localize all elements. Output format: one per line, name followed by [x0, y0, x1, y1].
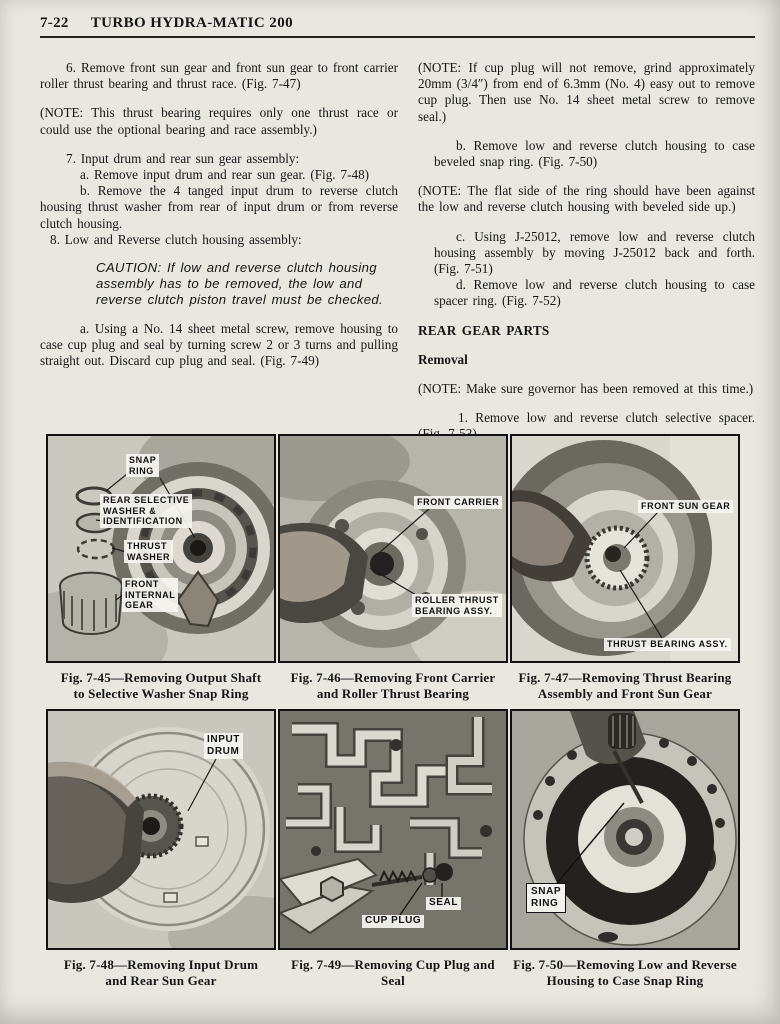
- figure-label-rear-selective-washer: REAR SELECTIVE WASHER & IDENTIFICATION: [100, 494, 193, 528]
- figure-label-front-internal-gear: FRONT INTERNAL GEAR: [122, 578, 179, 612]
- text-columns: 6. Remove front sun gear and front sun g…: [40, 60, 755, 434]
- header-rule: [40, 36, 755, 38]
- para-note-flat-side: (NOTE: The flat side of the ring should …: [418, 183, 755, 215]
- figure-caption-7-49: Fig. 7-49—Removing Cup Plug and Seal: [291, 957, 495, 988]
- figure-label-cup-plug: CUP PLUG: [362, 915, 425, 928]
- fig-7-50-photo: [512, 711, 738, 948]
- figure-caption-7-48: Fig. 7-48—Removing Input Drum and Rear S…: [63, 957, 259, 988]
- subheading-removal: Removal: [418, 351, 468, 367]
- figure-label-snap-ring-50: SNAP RING: [526, 883, 567, 913]
- figure-row-2: INPUT DRUM: [46, 709, 746, 950]
- figure-7-46: FRONT CARRIER ROLLER THRUST BEARING ASSY…: [278, 434, 508, 663]
- figure-label-snap-ring: SNAP RING: [126, 454, 160, 477]
- page-number: 7-22: [40, 15, 69, 31]
- figure-caption-7-47: Fig. 7-47—Removing Thrust Bearing Assemb…: [518, 670, 732, 701]
- figure-7-49: CUP PLUG SEAL: [278, 709, 508, 950]
- para-step-8a: a. Using a No. 14 sheet metal screw, rem…: [40, 320, 398, 369]
- fig-7-47-photo: [512, 436, 738, 661]
- figure-label-front-carrier: FRONT CARRIER: [414, 496, 503, 509]
- figure-area: SNAP RING REAR SELECTIVE WASHER & IDENTI…: [46, 434, 746, 988]
- para-step-7: 7. Input drum and rear sun gear assembly…: [66, 150, 300, 166]
- para-step-7a: a. Remove input drum and rear sun gear. …: [80, 167, 370, 183]
- figure-label-front-sun-gear: FRONT SUN GEAR: [638, 500, 734, 513]
- fig-7-46-photo: [280, 436, 506, 661]
- figure-7-50: SNAP RING: [510, 709, 740, 950]
- para-step-8: 8. Low and Reverse clutch housing assemb…: [50, 231, 302, 247]
- para-step-6: 6. Remove front sun gear and front sun g…: [40, 60, 398, 92]
- fig-7-48-photo: [48, 711, 274, 948]
- para-step-1: 1. Remove low and reverse clutch selecti…: [418, 410, 755, 434]
- right-column: (NOTE: If cup plug will not remove, grin…: [418, 60, 755, 434]
- para-note-cup-plug: (NOTE: If cup plug will not remove, grin…: [418, 60, 755, 124]
- page-title: TURBO HYDRA-MATIC 200: [90, 15, 293, 31]
- fig-7-49-photo: [280, 711, 506, 948]
- para-step-d: d. Remove low and reverse clutch housing…: [434, 277, 755, 309]
- caption-row-2: Fig. 7-48—Removing Input Drum and Rear S…: [46, 957, 746, 988]
- para-step-b: b. Remove low and reverse clutch housing…: [434, 137, 755, 170]
- left-column: 6. Remove front sun gear and front sun g…: [40, 60, 398, 434]
- figure-label-roller-thrust-bearing: ROLLER THRUST BEARING ASSY.: [412, 594, 502, 617]
- figure-label-input-drum: INPUT DRUM: [204, 733, 243, 759]
- para-step-c: c. Using J-25012, remove low and reverse…: [434, 228, 755, 277]
- figure-row-1: SNAP RING REAR SELECTIVE WASHER & IDENTI…: [46, 434, 746, 663]
- figure-caption-7-45: Fig. 7-45—Removing Output Shaft to Selec…: [60, 670, 262, 701]
- para-note-thrust-bearing: (NOTE: This thrust bearing requires only…: [40, 105, 398, 137]
- figure-caption-7-50: Fig. 7-50—Removing Low and Reverse Housi…: [513, 957, 737, 988]
- figure-7-45: SNAP RING REAR SELECTIVE WASHER & IDENTI…: [46, 434, 276, 663]
- caution-block: CAUTION: If low and reverse clutch housi…: [96, 260, 383, 308]
- figure-label-thrust-washer: THRUST WASHER: [124, 540, 174, 563]
- caption-row-1: Fig. 7-45—Removing Output Shaft to Selec…: [46, 670, 746, 701]
- para-step-7b: b. Remove the 4 tanged input drum to rev…: [40, 183, 398, 231]
- figure-label-thrust-bearing-assy: THRUST BEARING ASSY.: [604, 638, 731, 651]
- figure-label-seal: SEAL: [426, 897, 462, 910]
- figure-7-47: FRONT SUN GEAR THRUST BEARING ASSY.: [510, 434, 740, 663]
- figure-caption-7-46: Fig. 7-46—Removing Front Carrier and Rol…: [290, 670, 496, 701]
- figure-7-48: INPUT DRUM: [46, 709, 276, 950]
- page-header: 7-22 TURBO HYDRA-MATIC 200: [40, 10, 755, 32]
- section-heading-rear-gear-parts: REAR GEAR PARTS: [418, 322, 550, 338]
- para-note-governor: (NOTE: Make sure governor has been remov…: [418, 381, 754, 397]
